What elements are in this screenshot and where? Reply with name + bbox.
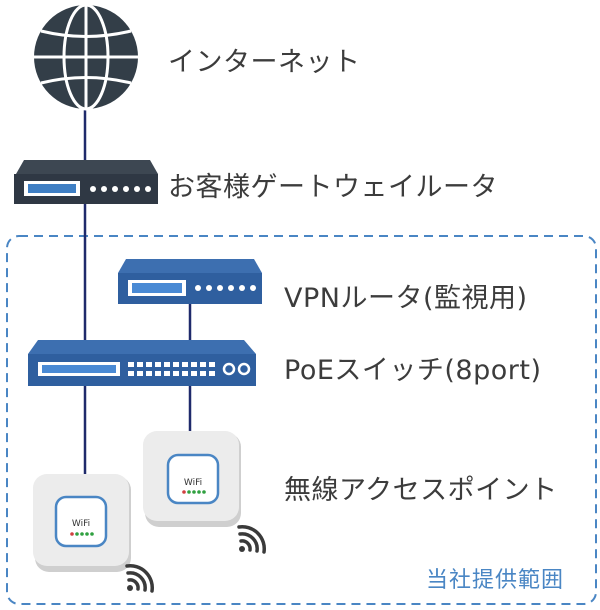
poe-switch-icon (28, 340, 256, 386)
internet-label: インターネット (168, 47, 361, 78)
scope-label: 当社提供範囲 (426, 568, 565, 593)
gateway-router-icon (14, 160, 158, 204)
gateway-router-label: お客様ゲートウェイルータ (168, 172, 498, 203)
cables (83, 108, 192, 474)
poe-switch-label: PoEスイッチ(8port) (284, 355, 542, 386)
ap-badge: WiFi (72, 519, 90, 529)
access-point-label: 無線アクセスポイント (284, 475, 558, 506)
scope-boundary (6, 235, 597, 605)
ap-badge: WiFi (184, 478, 202, 488)
wifi-signal-icon (237, 525, 266, 554)
wifi-signal-icon (125, 564, 154, 593)
vpn-router-icon (118, 259, 262, 304)
globe-icon (34, 3, 138, 111)
vpn-router-label: VPNルータ(監視用) (284, 283, 528, 314)
access-point-icon: WiFi (33, 474, 131, 572)
access-point-icon: WiFi (143, 431, 241, 527)
